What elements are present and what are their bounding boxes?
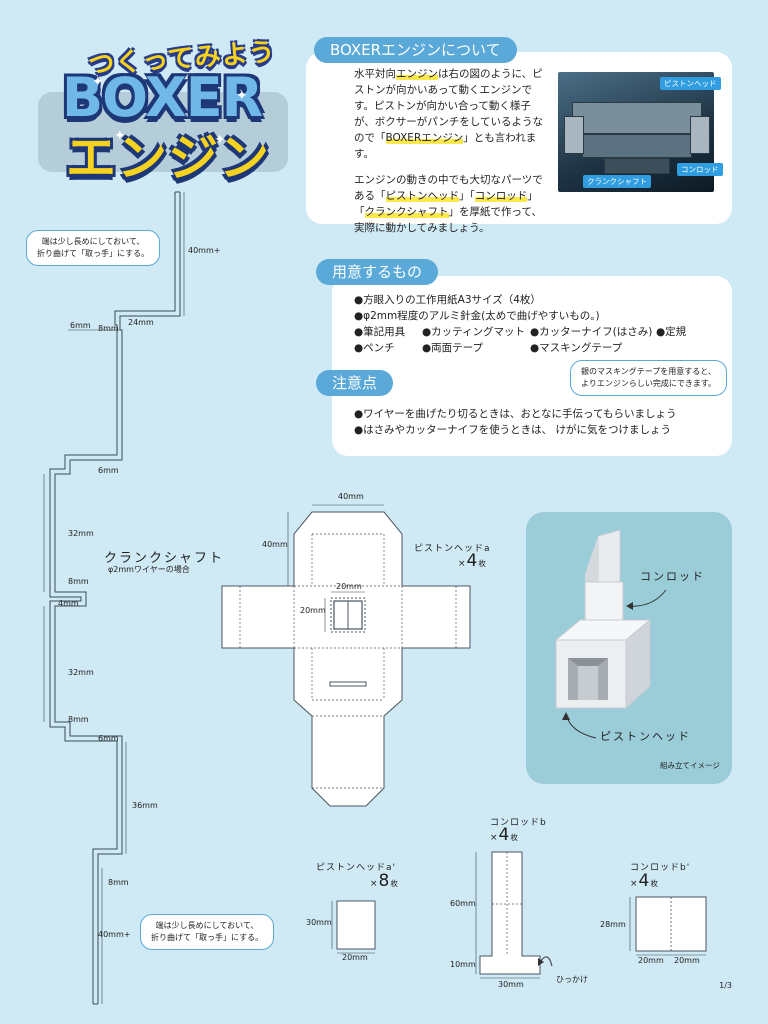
- crankshaft-top-note: 端は少し長めにしておいて、 折り曲げて「取っ手」にする。: [26, 230, 161, 266]
- dim-label: 20mm: [638, 956, 664, 965]
- dim-label: 6mm: [70, 321, 91, 330]
- about-paragraph-2: エンジンの動きの中でも大切なパーツである「ピストンヘッド」「コンロッド」「クラン…: [354, 174, 543, 234]
- materials-item: ●カッティングマット: [422, 326, 526, 338]
- sparkle-icon: ✦: [214, 132, 226, 148]
- materials-item: ●φ2mm程度のアルミ針金(太めで曲げやすいもの。): [354, 310, 600, 322]
- caution-item: ●はさみやカッターナイフを使うときは、 けがに気をつけましょう: [354, 424, 671, 436]
- assembly-conrod-label: コンロッド: [640, 570, 705, 583]
- dim-label: 40mm+: [188, 246, 221, 255]
- dim-label: 20mm: [336, 582, 362, 591]
- materials-item: ●方眼入りの工作用紙A3サイズ（4枚）: [354, 294, 541, 306]
- assembly-piston-label: ピストンヘッド: [600, 730, 691, 743]
- dim-label: 20mm: [342, 953, 368, 962]
- materials-item: ●カッターナイフ(はさみ): [530, 326, 653, 338]
- conrod-b-template: [479, 851, 541, 975]
- crankshaft-subtitle: φ2mmワイヤーの場合: [108, 565, 190, 574]
- dim-label: 40mm: [338, 492, 364, 501]
- sparkle-icon: ✦: [236, 88, 248, 104]
- materials-item: ●マスキングテープ: [530, 342, 623, 354]
- tag-piston-head: ピストンヘッド: [660, 77, 721, 90]
- dim-label: 32mm: [68, 668, 94, 677]
- assembly-caption: 組み立てイメージ: [660, 761, 720, 770]
- dim-label: 40mm: [262, 540, 288, 549]
- dim-label: 6mm: [98, 734, 119, 743]
- about-text: 水平対向エンジンは右の図のように、ピストンが向かいあって動くエンジンです。ピスト…: [354, 66, 550, 246]
- piston-head-a2-count: ×8枚: [370, 871, 399, 891]
- dim-label: 40mm+: [98, 930, 131, 939]
- crankshaft-title: クランクシャフト: [104, 551, 225, 566]
- materials-list: ●方眼入りの工作用紙A3サイズ（4枚） ●φ2mm程度のアルミ針金(太めで曲げや…: [354, 292, 686, 356]
- dim-label: 60mm: [450, 899, 476, 908]
- sparkle-icon: ✦: [114, 128, 126, 144]
- dim-label: 30mm: [498, 980, 524, 989]
- materials-row: ●ペンチ ●両面テープ ●マスキングテープ: [354, 340, 686, 356]
- dim-label: 28mm: [600, 920, 626, 929]
- materials-heading: 用意するもの: [316, 259, 439, 285]
- dim-label: 8mm: [98, 324, 119, 333]
- caution-list: ●ワイヤーを曲げたり切るときは、おとなに手伝ってもらいましょう ●はさみやカッタ…: [354, 406, 676, 438]
- logo-title: BOXER: [62, 66, 263, 129]
- dim-label: 6mm: [98, 466, 119, 475]
- masking-tape-note: 銀のマスキングテープを用意すると、 よりエンジンらしい完成にできます。: [570, 360, 728, 396]
- logo-background: [38, 92, 288, 172]
- dim-label: 8mm: [108, 878, 129, 887]
- conrod-b2-name: コンロッドb': [630, 863, 691, 873]
- dim-label: 8mm: [68, 577, 89, 586]
- logo-kana-title: エンジン: [66, 129, 270, 187]
- hook-label: ひっかけ: [556, 975, 588, 984]
- dim-label: 32mm: [68, 529, 94, 538]
- tag-crankshaft: クランクシャフト: [583, 175, 651, 188]
- dim-label: 30mm: [306, 918, 332, 927]
- about-heading: BOXERエンジンについて: [314, 37, 517, 63]
- materials-item: ●両面テープ: [422, 342, 484, 354]
- materials-item: ●筆記用具: [354, 326, 406, 338]
- dim-label: 20mm: [300, 606, 326, 615]
- dim-label: 24mm: [128, 318, 154, 327]
- piston-head-a2-template: [336, 900, 376, 950]
- conrod-b2-count: ×4枚: [630, 871, 659, 891]
- dim-label: 10mm: [450, 960, 476, 969]
- conrod-b-count: ×4枚: [490, 825, 519, 845]
- about-paragraph-1: 水平対向エンジンは右の図のように、ピストンが向かいあって動くエンジンです。ピスト…: [354, 68, 543, 160]
- piston-head-a-name: ピストンヘッドa: [414, 544, 491, 554]
- piston-head-a-template: [221, 511, 471, 807]
- dim-label: 20mm: [674, 956, 700, 965]
- sparkle-icon: ✦: [92, 74, 104, 90]
- materials-item: ●ペンチ: [354, 342, 395, 354]
- assembly-illustration: [554, 529, 652, 710]
- page-number: 1/3: [719, 981, 732, 990]
- caution-heading: 注意点: [316, 370, 394, 396]
- dim-label: 4mm: [58, 599, 79, 608]
- dim-label: 8mm: [68, 715, 89, 724]
- crankshaft-bottom-note: 端は少し長めにしておいて、 折り曲げて「取っ手」にする。: [140, 914, 275, 950]
- caution-item: ●ワイヤーを曲げたり切るときは、おとなに手伝ってもらいましょう: [354, 408, 677, 420]
- piston-head-a-count: ×4枚: [458, 551, 487, 571]
- piston-head-a2-name: ピストンヘッドa': [316, 863, 396, 873]
- materials-item: ●定規: [656, 326, 687, 338]
- tag-conrod: コンロッド: [677, 163, 723, 176]
- crankshaft-wire: [49, 191, 181, 1005]
- dim-label: 36mm: [132, 801, 158, 810]
- conrod-b-name: コンロッドb: [490, 818, 547, 828]
- materials-row: ●筆記用具 ●カッティングマット ●カッターナイフ(はさみ)●定規: [354, 324, 686, 340]
